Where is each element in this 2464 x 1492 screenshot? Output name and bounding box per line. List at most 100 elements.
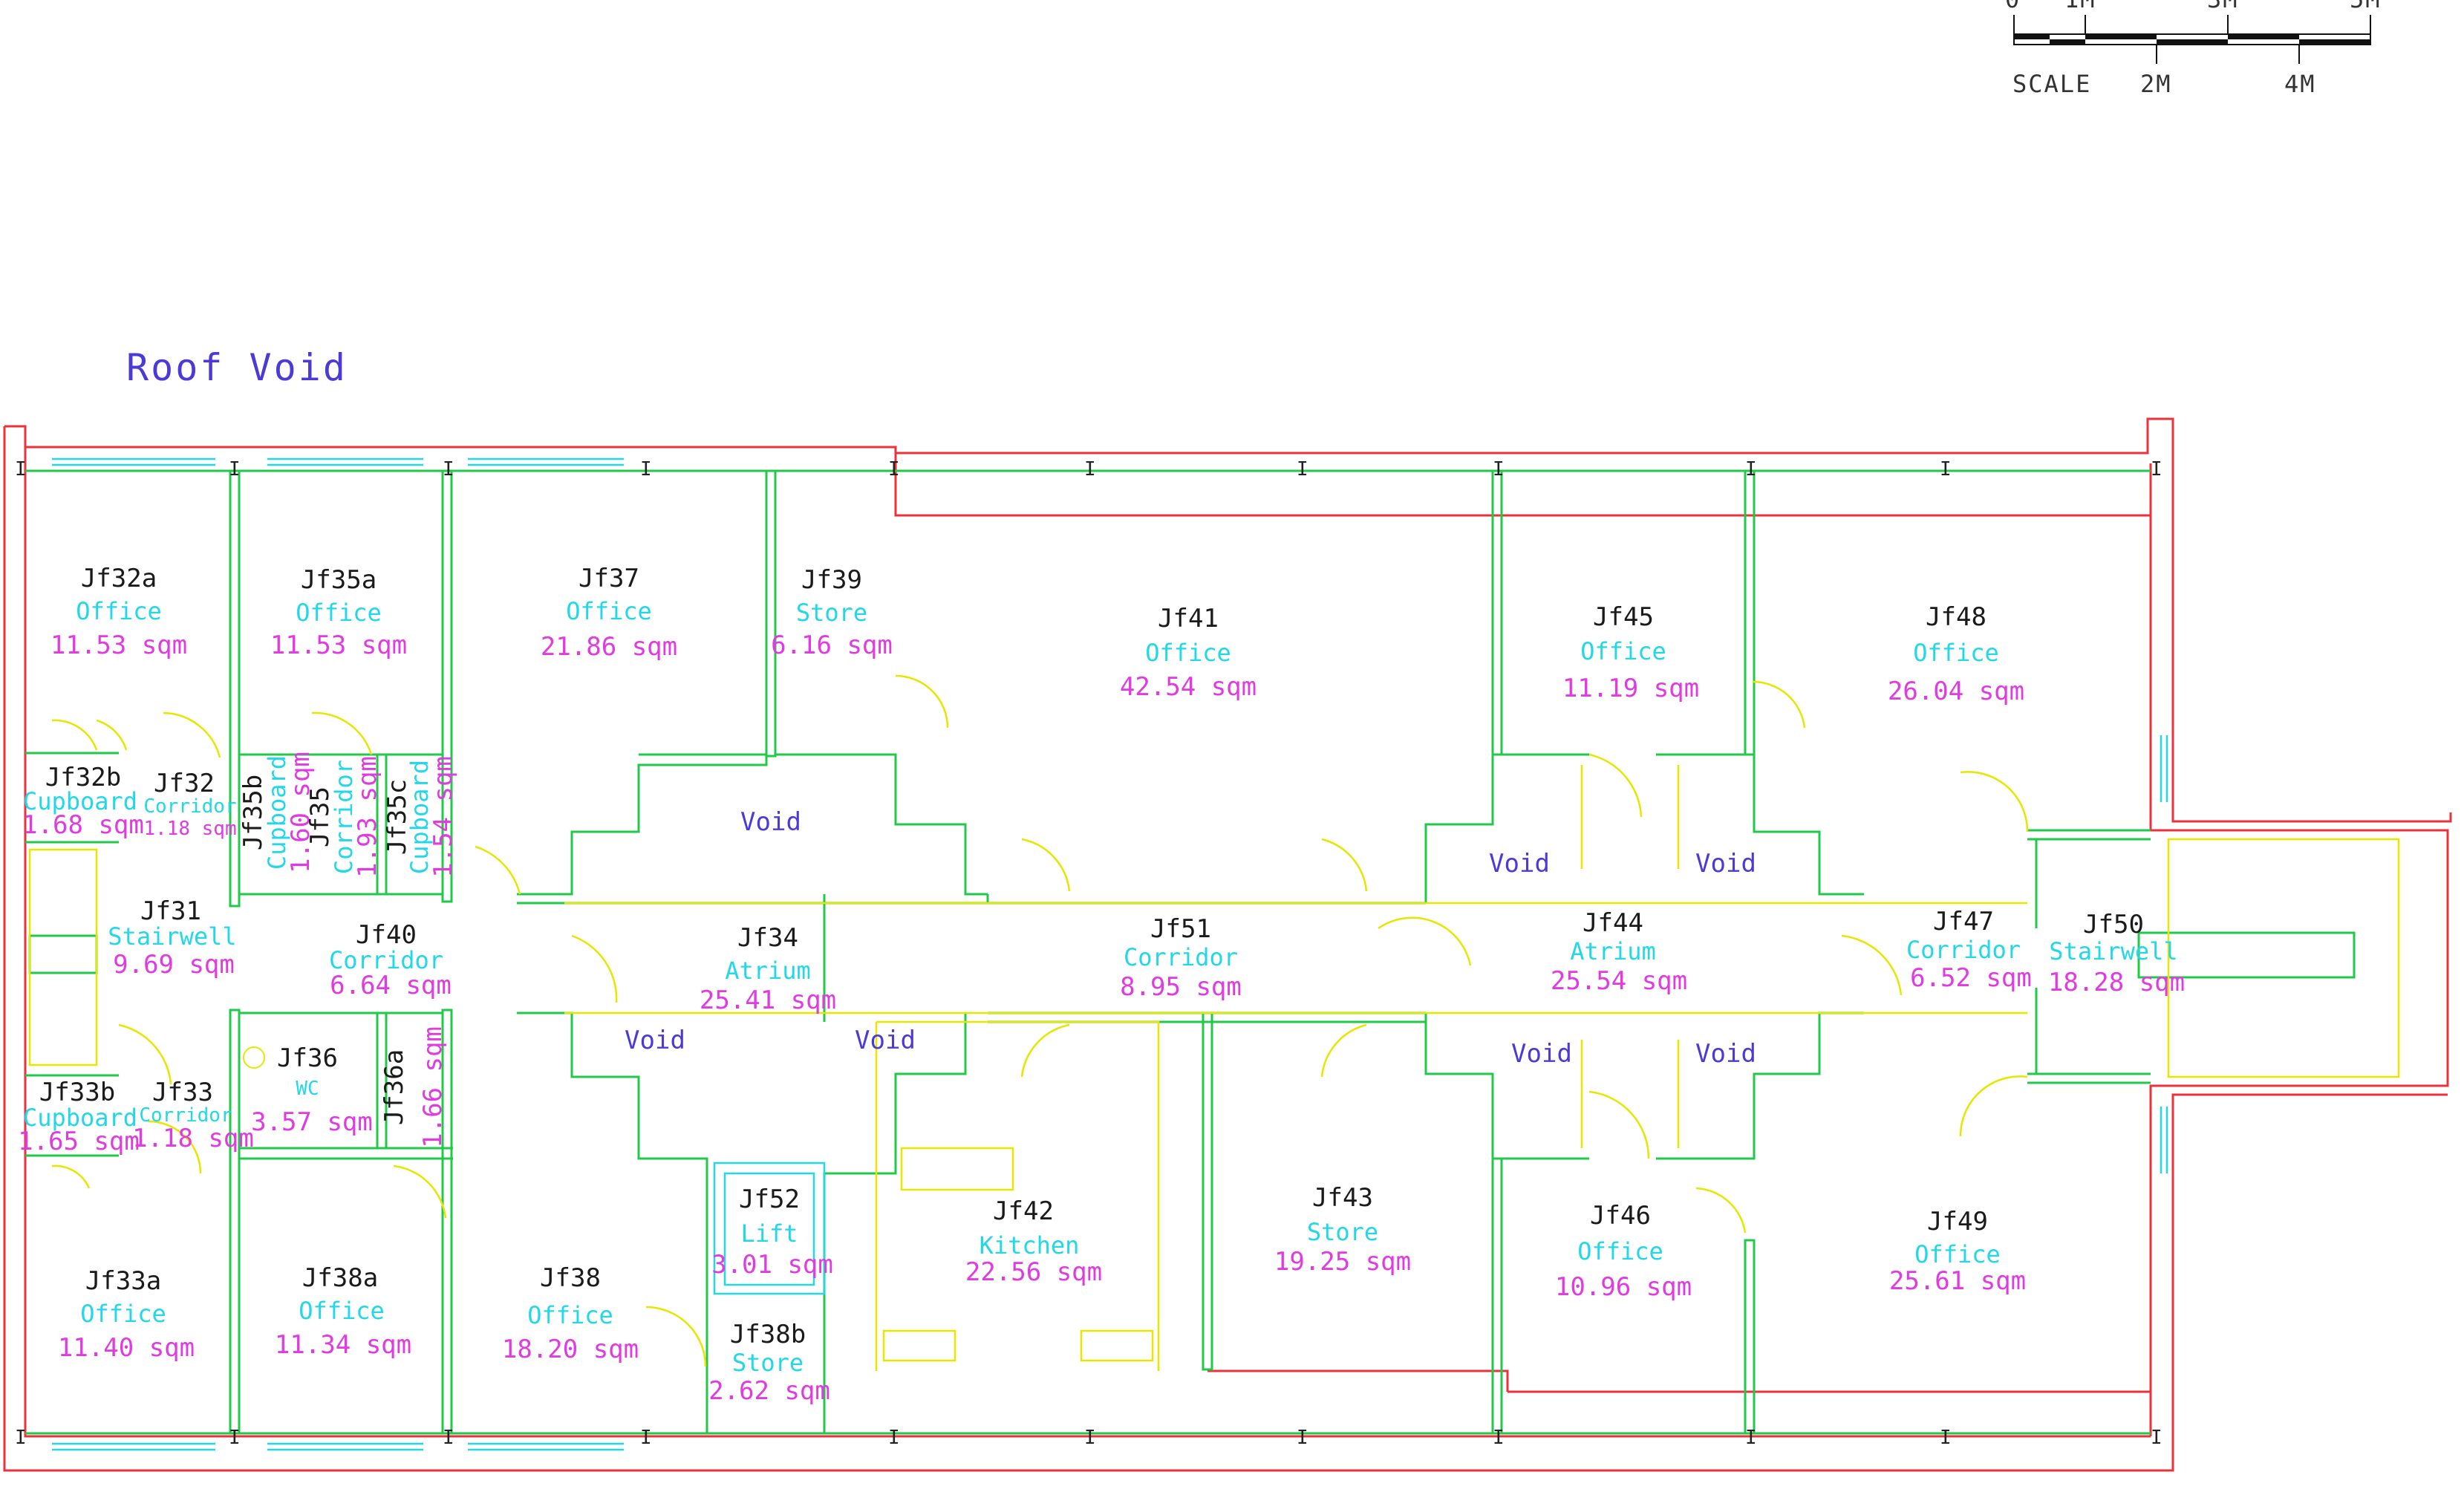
- svg-text:Corridor: Corridor: [139, 1104, 232, 1127]
- void-label: Void: [1695, 1039, 1756, 1069]
- svg-text:Jf35: Jf35: [305, 786, 335, 847]
- svg-text:Jf35b: Jf35b: [238, 775, 268, 850]
- svg-text:Jf38a: Jf38a: [302, 1263, 378, 1293]
- svg-text:I: I: [443, 1427, 454, 1449]
- room-jf35c: Jf35c Cupboard 1.54 sqm: [382, 756, 458, 878]
- scale-tick-0: 0: [2005, 0, 2021, 13]
- room-jf35a: Jf35a Office 11.53 sqm: [270, 565, 407, 660]
- svg-text:18.28 sqm: 18.28 sqm: [2048, 968, 2185, 997]
- svg-text:Jf49: Jf49: [1927, 1207, 1988, 1237]
- svg-text:Store: Store: [796, 599, 867, 627]
- svg-text:Jf35c: Jf35c: [382, 779, 412, 855]
- svg-text:I: I: [888, 1427, 900, 1449]
- svg-text:Office: Office: [296, 599, 382, 627]
- svg-text:Jf52: Jf52: [739, 1185, 800, 1214]
- svg-text:I: I: [229, 458, 241, 480]
- svg-text:6.64 sqm: 6.64 sqm: [330, 971, 452, 1000]
- scale-label: SCALE: [2012, 70, 2091, 98]
- svg-text:Lift: Lift: [740, 1219, 798, 1248]
- room-jf32: Jf32 Corridor 1.18 sqm: [143, 769, 236, 840]
- svg-text:WC: WC: [296, 1078, 319, 1100]
- room-jf46: Jf46 Office 10.96 sqm: [1555, 1201, 1692, 1302]
- svg-text:1.68 sqm: 1.68 sqm: [22, 810, 144, 840]
- svg-text:Jf34: Jf34: [737, 923, 798, 953]
- void-label: Void: [1695, 849, 1756, 879]
- room-jf40: Jf40 Corridor 6.64 sqm: [329, 920, 452, 1000]
- room-jf48: Jf48 Office 26.04 sqm: [1888, 602, 2024, 706]
- svg-text:Cupboard: Cupboard: [405, 760, 434, 874]
- svg-text:19.25 sqm: 19.25 sqm: [1274, 1247, 1411, 1277]
- svg-text:I: I: [15, 1427, 27, 1449]
- svg-text:Corridor: Corridor: [330, 760, 358, 874]
- svg-text:I: I: [888, 458, 900, 480]
- svg-text:Jf32b: Jf32b: [45, 763, 121, 792]
- svg-text:Office: Office: [527, 1301, 613, 1329]
- svg-text:Office: Office: [1577, 1237, 1663, 1265]
- svg-text:Office: Office: [1914, 1240, 2001, 1268]
- scale-bar: 0 1M 3M 5M SCALE 2M 4M: [2005, 0, 2382, 98]
- svg-text:18.20 sqm: 18.20 sqm: [502, 1335, 639, 1364]
- svg-text:11.53 sqm: 11.53 sqm: [270, 631, 407, 660]
- svg-text:Jf32a: Jf32a: [81, 564, 157, 593]
- svg-text:1.18 sqm: 1.18 sqm: [132, 1124, 254, 1153]
- svg-text:Jf36a: Jf36a: [379, 1049, 409, 1125]
- svg-text:I: I: [229, 1427, 241, 1449]
- svg-text:8.95 sqm: 8.95 sqm: [1120, 972, 1242, 1002]
- room-jf35b: Jf35b Cupboard 1.60 sqm: [238, 752, 316, 873]
- svg-text:Store: Store: [1307, 1218, 1378, 1246]
- svg-text:Jf38b: Jf38b: [730, 1320, 806, 1349]
- stairs-and-fixtures: [28, 765, 2400, 1371]
- svg-text:I: I: [1940, 1427, 1952, 1449]
- svg-text:Jf38: Jf38: [540, 1263, 601, 1293]
- svg-text:Jf51: Jf51: [1150, 914, 1211, 944]
- svg-text:Corridor: Corridor: [143, 795, 236, 818]
- svg-text:Atrium: Atrium: [1570, 937, 1656, 965]
- svg-text:Jf35a: Jf35a: [301, 565, 377, 595]
- room-jf41: Jf41 Office 42.54 sqm: [1120, 604, 1257, 702]
- svg-text:Jf46: Jf46: [1590, 1201, 1651, 1231]
- svg-text:1.93 sqm: 1.93 sqm: [353, 756, 382, 878]
- svg-text:Jf40: Jf40: [356, 920, 417, 950]
- svg-text:22.56 sqm: 22.56 sqm: [965, 1257, 1102, 1287]
- room-jf34: Jf34 Atrium 25.41 sqm: [700, 923, 836, 1015]
- svg-text:Jf50: Jf50: [2083, 910, 2144, 939]
- room-jf52: Jf52 Lift 3.01 sqm: [711, 1185, 833, 1280]
- svg-text:I: I: [1084, 1427, 1096, 1449]
- scale-tick-1m: 1M: [2064, 0, 2096, 13]
- room-jf39: Jf39 Store 6.16 sqm: [771, 565, 893, 660]
- scale-tick-5m: 5M: [2350, 0, 2382, 13]
- room-jf38b: Jf38b Store 2.62 sqm: [708, 1320, 830, 1406]
- room-jf50: Jf50 Stairwell 18.28 sqm: [2048, 910, 2185, 997]
- svg-text:21.86 sqm: 21.86 sqm: [541, 632, 677, 662]
- svg-text:Cupboard: Cupboard: [23, 1104, 137, 1132]
- svg-text:Corridor: Corridor: [329, 946, 443, 974]
- room-jf38a: Jf38a Office 11.34 sqm: [275, 1263, 411, 1360]
- svg-text:Jf37: Jf37: [578, 564, 639, 593]
- scale-tick-2m: 2M: [2140, 70, 2172, 98]
- room-jf49: Jf49 Office 25.61 sqm: [1889, 1207, 2026, 1296]
- svg-text:3.01 sqm: 3.01 sqm: [711, 1250, 833, 1280]
- room-labels: Jf32a Office 11.53 sqm Jf35a Office 11.5…: [18, 564, 2185, 1406]
- svg-text:11.19 sqm: 11.19 sqm: [1562, 674, 1699, 703]
- room-jf37: Jf37 Office 21.86 sqm: [541, 564, 677, 662]
- svg-text:25.61 sqm: 25.61 sqm: [1889, 1266, 2026, 1296]
- svg-text:Office: Office: [1145, 639, 1231, 667]
- void-label: Void: [625, 1026, 685, 1055]
- void-label: Void: [855, 1026, 916, 1055]
- svg-text:1.60 sqm: 1.60 sqm: [286, 752, 316, 873]
- svg-text:Jf32: Jf32: [154, 769, 215, 798]
- svg-text:Office: Office: [76, 597, 162, 625]
- svg-text:I: I: [2151, 458, 2162, 480]
- svg-text:Stairwell: Stairwell: [108, 922, 236, 951]
- windows: [52, 457, 2168, 1451]
- svg-text:Jf48: Jf48: [1926, 602, 1986, 632]
- scale-tick-3m: 3M: [2207, 0, 2239, 13]
- svg-text:Office: Office: [1913, 639, 1999, 667]
- svg-text:Jf43: Jf43: [1312, 1183, 1373, 1213]
- svg-text:11.40 sqm: 11.40 sqm: [58, 1333, 195, 1363]
- room-jf35: Jf35 Corridor 1.93 sqm: [305, 756, 382, 878]
- room-jf33b: Jf33b Cupboard 1.65 sqm: [18, 1078, 140, 1156]
- svg-text:Cupboard: Cupboard: [263, 755, 291, 870]
- svg-text:Office: Office: [566, 597, 652, 625]
- svg-text:I: I: [640, 458, 652, 480]
